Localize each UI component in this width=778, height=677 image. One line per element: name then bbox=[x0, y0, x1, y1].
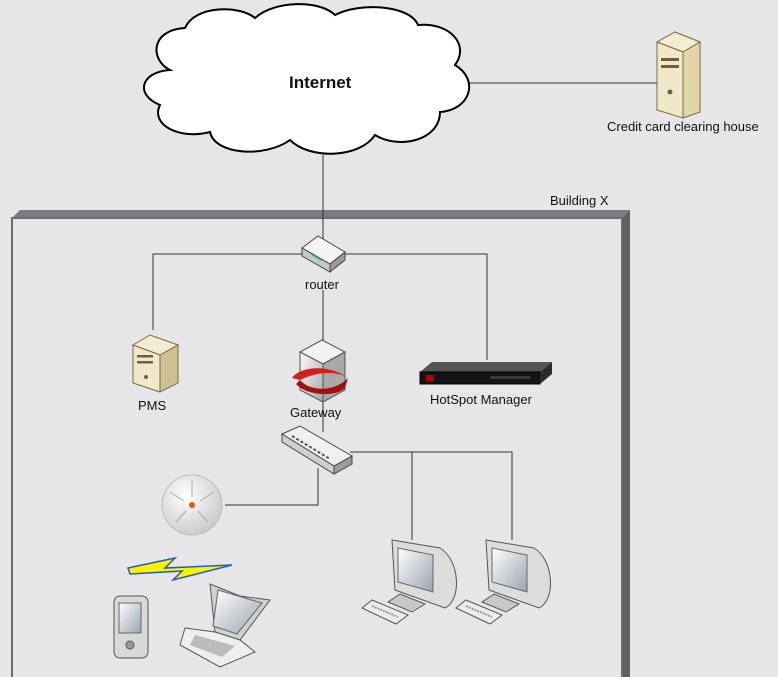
gateway-label: Gateway bbox=[290, 405, 342, 420]
wireless-access-point-icon bbox=[161, 474, 223, 536]
internet-cloud bbox=[143, 3, 471, 155]
hotspot-manager-rack-icon bbox=[419, 362, 552, 385]
switch-icon bbox=[280, 425, 354, 475]
building-x-label: Building X bbox=[550, 193, 609, 208]
switch-pc2-link bbox=[350, 451, 513, 540]
pms-server-icon bbox=[131, 334, 180, 393]
router-hotspot-link bbox=[340, 253, 488, 360]
router-icon bbox=[301, 235, 346, 274]
switch-ap-link bbox=[225, 468, 319, 506]
workstation-1-icon bbox=[361, 539, 457, 625]
internet-label: Internet bbox=[289, 73, 352, 92]
wireless-signal-bolt-icon bbox=[127, 556, 233, 582]
clearing-house-label: Credit card clearing house bbox=[607, 119, 759, 134]
connections bbox=[152, 82, 665, 540]
pms-label: PMS bbox=[138, 398, 167, 413]
hotspot-manager-label: HotSpot Manager bbox=[430, 392, 532, 407]
workstation-2-icon bbox=[455, 539, 551, 625]
clearing-house-server-icon bbox=[655, 31, 702, 119]
router-label: router bbox=[305, 277, 339, 292]
router-pms-link bbox=[152, 253, 305, 330]
pda-device-icon bbox=[113, 595, 149, 659]
gateway-server-icon bbox=[292, 339, 348, 403]
laptop-icon bbox=[179, 583, 271, 668]
